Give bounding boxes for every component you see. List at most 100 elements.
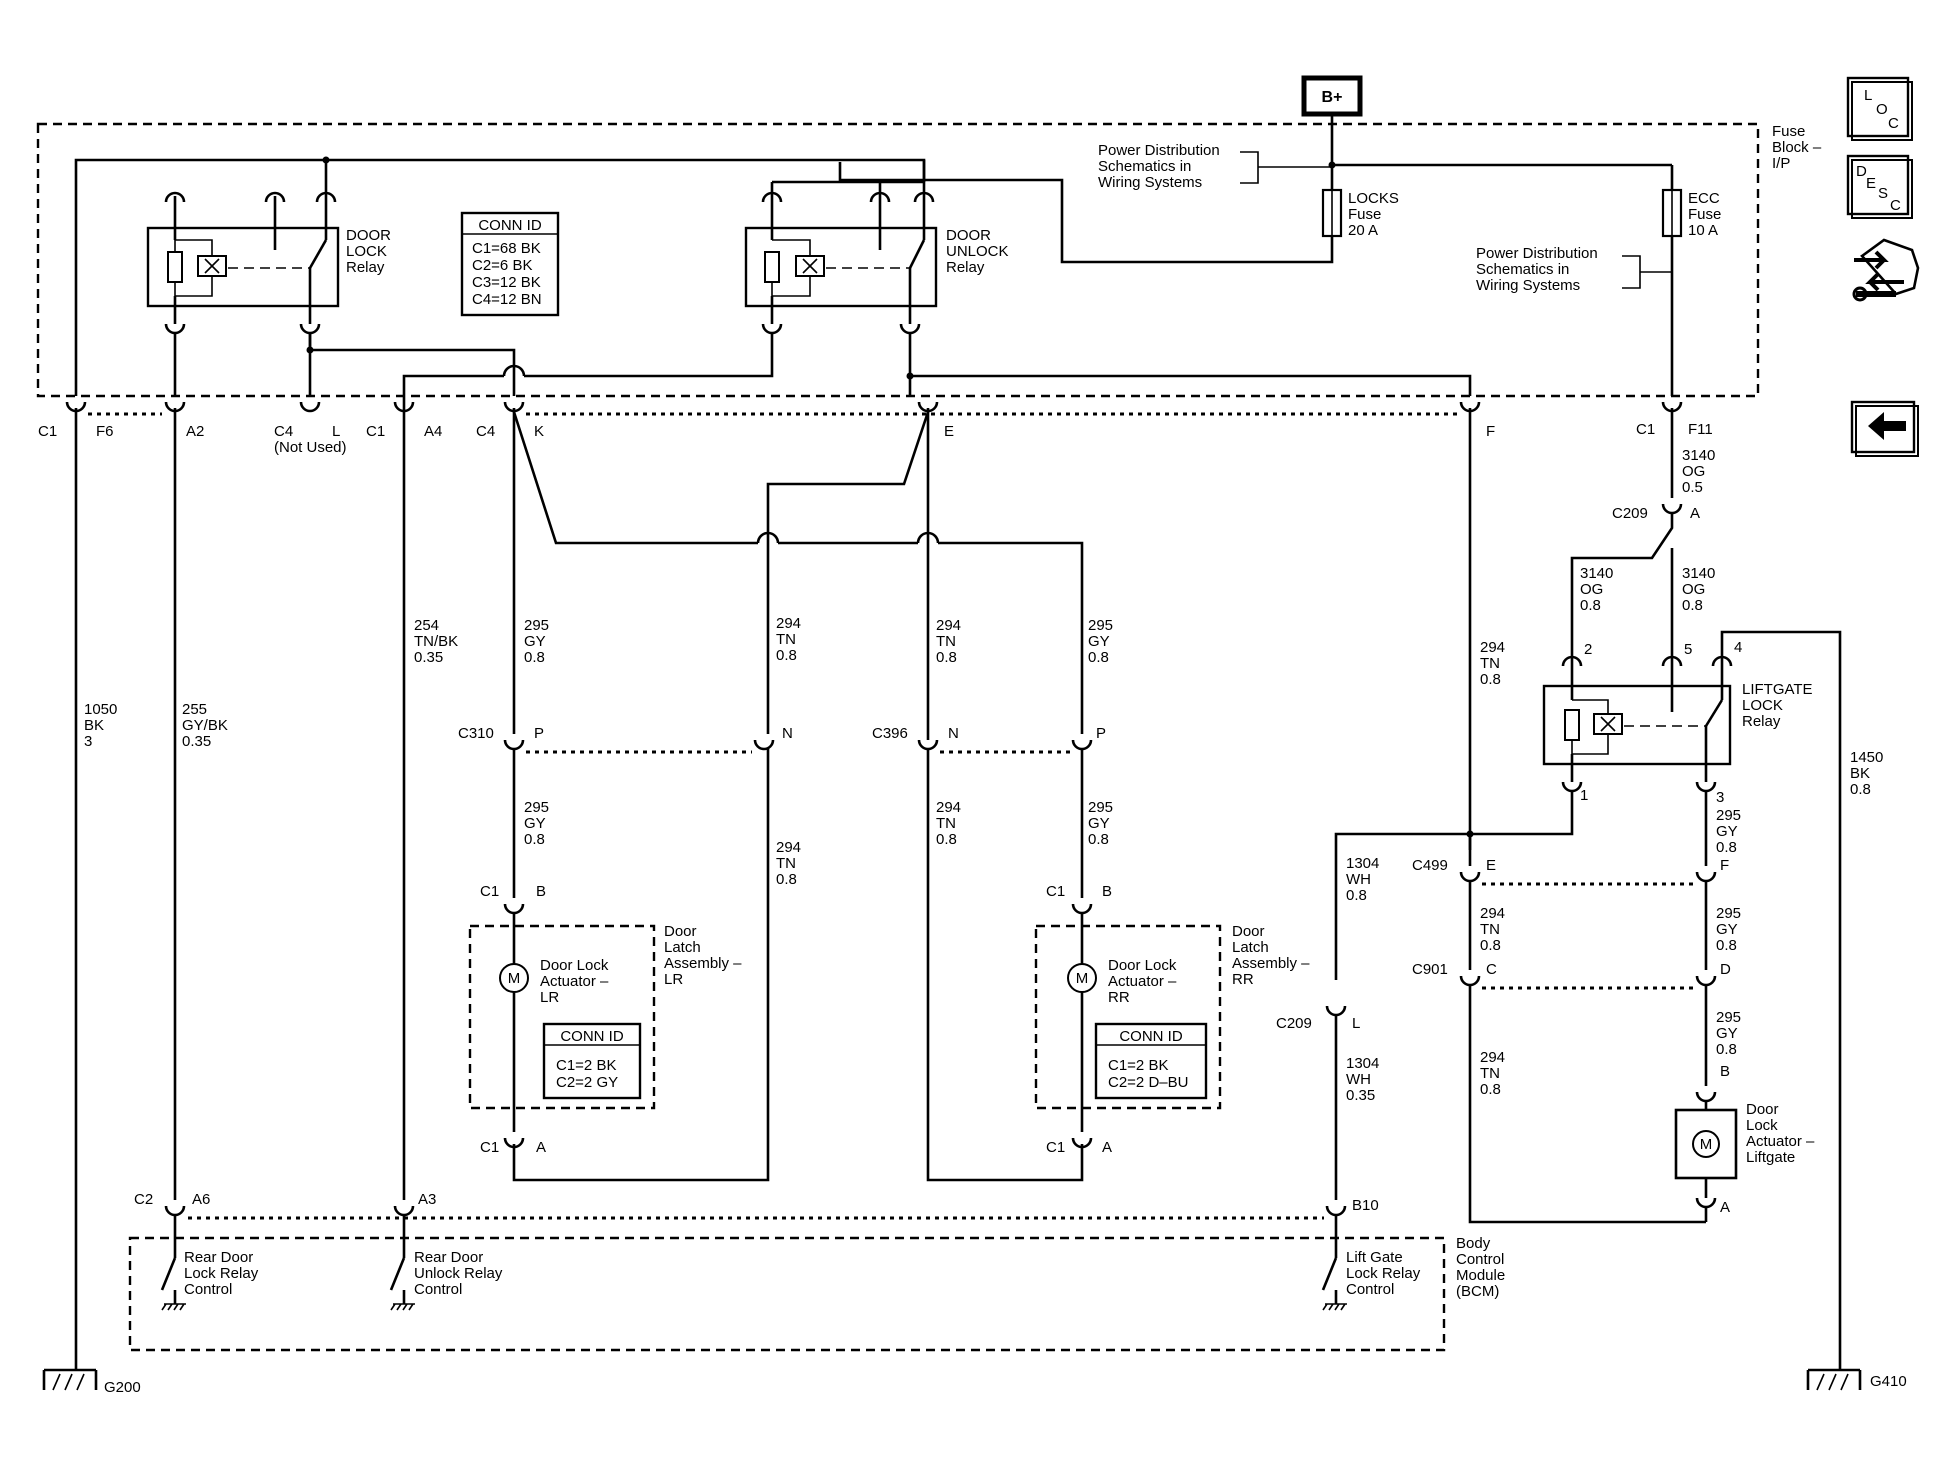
location-nav-button[interactable]: L O C [1846,76,1913,141]
svg-text:Rear Door: Rear Door [184,1249,253,1266]
connector-c901: C901 C D [1412,961,1731,990]
svg-text:C: C [1888,115,1899,132]
svg-text:Body: Body [1456,1235,1491,1252]
svg-text:C901: C901 [1412,961,1448,978]
svg-text:TN: TN [776,855,796,872]
fuse-block-label: Fuse Block – I/P [1772,123,1822,172]
svg-text:A2: A2 [186,423,204,440]
door-lock-relay: DOOR LOCK Relay [146,191,391,335]
svg-text:C310: C310 [458,725,494,742]
bcm-connector-row: C2 A6 A3 B10 [134,1191,1379,1220]
svg-text:(BCM): (BCM) [1456,1283,1499,1300]
svg-text:Control: Control [1456,1251,1504,1268]
svg-text:TN: TN [936,815,956,832]
svg-text:CONN ID: CONN ID [1119,1028,1183,1045]
svg-text:A: A [1102,1139,1112,1156]
svg-text:0.8: 0.8 [1716,839,1737,856]
power-distribution-note-top: Power Distribution Schematics in Wiring … [1098,142,1332,191]
svg-text:Schematics in: Schematics in [1476,261,1569,278]
svg-text:254: 254 [414,617,439,634]
svg-text:Fuse: Fuse [1348,206,1381,223]
svg-text:C1: C1 [480,1139,499,1156]
svg-text:Module: Module [1456,1267,1505,1284]
svg-text:1304: 1304 [1346,1055,1379,1072]
svg-text:C1: C1 [38,423,57,440]
svg-text:295: 295 [524,617,549,634]
svg-text:0.8: 0.8 [936,831,957,848]
svg-text:LOCK: LOCK [346,243,387,260]
locks-fuse: LOCKS Fuse 20 A [1321,188,1399,239]
svg-text:M: M [508,970,521,987]
svg-text:295: 295 [1716,807,1741,824]
svg-text:0.8: 0.8 [1850,781,1871,798]
svg-text:0.8: 0.8 [1346,887,1367,904]
svg-text:G410: G410 [1870,1373,1907,1390]
svg-text:(Not Used): (Not Used) [274,439,347,456]
svg-text:294: 294 [1480,1049,1505,1066]
svg-text:Relay: Relay [1742,713,1781,730]
svg-text:C209: C209 [1612,505,1648,522]
door-latch-assembly-rr: C1 B M Door Lock Actuator – RR Door Latc… [1034,883,1310,1156]
svg-text:OG: OG [1682,463,1705,480]
svg-text:C1: C1 [1636,421,1655,438]
svg-text:Actuator –: Actuator – [1108,973,1177,990]
svg-text:TN: TN [1480,921,1500,938]
svg-text:N: N [782,725,793,742]
svg-text:Relay: Relay [946,259,985,276]
svg-text:A: A [1720,1199,1730,1216]
svg-text:294: 294 [936,617,961,634]
svg-text:C4: C4 [476,423,495,440]
svg-text:F6: F6 [96,423,114,440]
svg-text:Latch: Latch [664,939,701,956]
svg-text:0.8: 0.8 [1716,937,1737,954]
wrench-connector-icon[interactable] [1852,238,1920,302]
svg-text:0.8: 0.8 [776,647,797,664]
back-arrow-button[interactable] [1850,400,1919,457]
bcm-label: Body Control Module (BCM) [1456,1235,1505,1300]
svg-text:B10: B10 [1352,1197,1379,1214]
svg-text:C1=2 BK: C1=2 BK [1108,1057,1168,1074]
svg-text:0.8: 0.8 [936,649,957,666]
svg-text:GY: GY [1716,921,1738,938]
svg-text:L: L [332,423,340,440]
svg-text:K: K [534,423,544,440]
svg-text:D: D [1856,163,1867,180]
svg-text:C2=6 BK: C2=6 BK [472,257,532,274]
svg-text:Latch: Latch [1232,939,1269,956]
connector-c209-l: C209 L [1276,1005,1360,1032]
svg-text:3: 3 [1716,789,1724,806]
svg-text:Door: Door [664,923,697,940]
svg-text:E: E [944,423,954,440]
svg-text:0.8: 0.8 [1580,597,1601,614]
door-latch-assembly-lr: C1 B M Door Lock Actuator – LR Door Latc… [468,883,742,1156]
svg-text:0.35: 0.35 [1346,1087,1375,1104]
svg-text:294: 294 [1480,905,1505,922]
svg-text:GY: GY [524,815,546,832]
liftgate-lock-relay: LIFTGATE LOCK Relay 2 5 4 1 3 [1542,639,1813,806]
svg-text:0.8: 0.8 [1480,937,1501,954]
svg-text:Wiring Systems: Wiring Systems [1476,277,1580,294]
svg-text:Control: Control [184,1281,232,1298]
battery-positive-box: B+ [1301,75,1363,117]
svg-text:UNLOCK: UNLOCK [946,243,1009,260]
svg-text:C1: C1 [366,423,385,440]
svg-text:0.35: 0.35 [182,733,211,750]
svg-text:O: O [1876,101,1888,118]
svg-text:M: M [1700,1136,1713,1153]
svg-text:RR: RR [1108,989,1130,1006]
svg-text:3: 3 [84,733,92,750]
svg-text:Control: Control [1346,1281,1394,1298]
svg-text:Wiring Systems: Wiring Systems [1098,174,1202,191]
svg-text:0.8: 0.8 [1088,649,1109,666]
description-nav-button[interactable]: D E S C [1846,154,1913,219]
svg-text:Door Lock: Door Lock [540,957,609,974]
svg-text:Unlock Relay: Unlock Relay [414,1265,503,1282]
